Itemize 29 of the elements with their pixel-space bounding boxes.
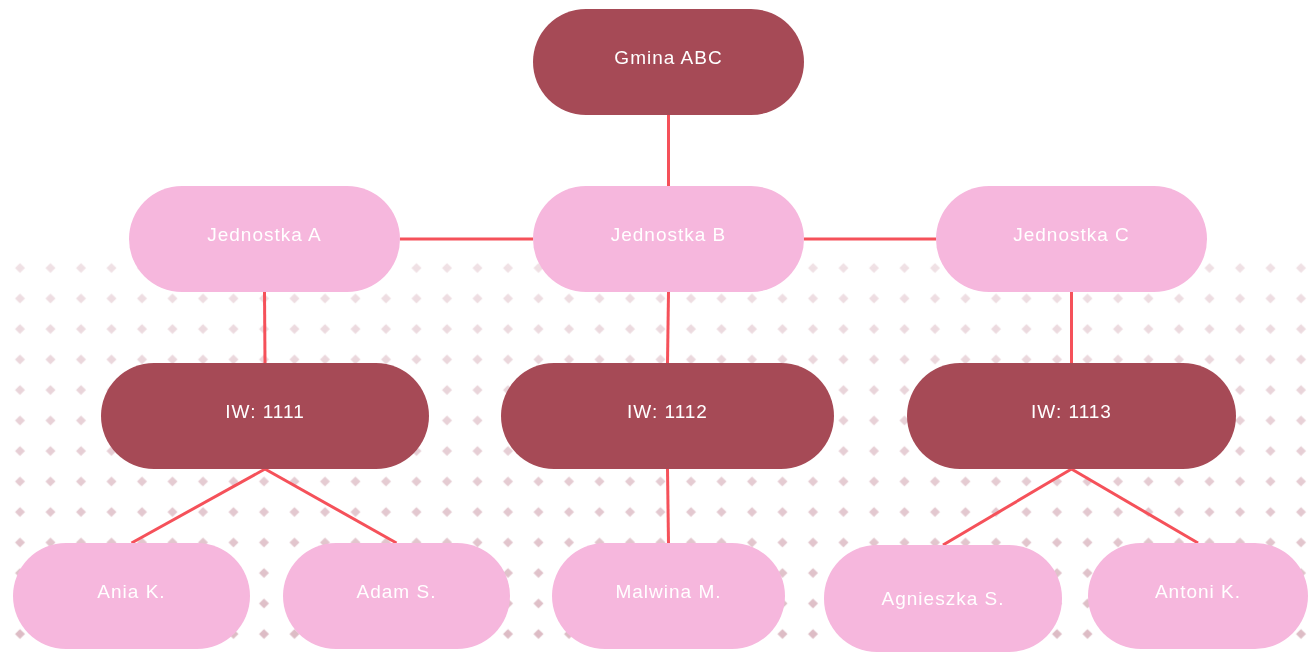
node-label: Antoni K. bbox=[1154, 581, 1242, 603]
rounded-node bbox=[1088, 543, 1308, 649]
connector-line bbox=[1070, 292, 1073, 363]
node-label: Adam S. bbox=[356, 581, 437, 603]
rounded-node bbox=[283, 543, 510, 649]
connector-line bbox=[264, 467, 398, 545]
node-label: IW: 1111 bbox=[225, 401, 305, 423]
connector-line bbox=[667, 115, 670, 186]
node-label: Ania K. bbox=[97, 581, 166, 603]
connector-line bbox=[942, 467, 1073, 547]
node-label: Agnieszka S. bbox=[881, 587, 1005, 610]
rounded-node bbox=[552, 543, 785, 649]
connector-line bbox=[130, 467, 266, 545]
node-label: Jednostka A bbox=[207, 224, 322, 246]
node-label: Jednostka B bbox=[610, 224, 727, 246]
node-label: Malwina M. bbox=[615, 581, 722, 603]
connector-line bbox=[804, 237, 936, 241]
rounded-node bbox=[824, 545, 1062, 652]
connector-line bbox=[666, 468, 670, 544]
rounded-node bbox=[907, 363, 1236, 469]
node-label: IW: 1112 bbox=[627, 401, 708, 423]
connector-line bbox=[666, 291, 670, 364]
connector-line bbox=[400, 237, 533, 241]
node-label: Jednostka C bbox=[1013, 224, 1130, 246]
node-label: Gmina ABC bbox=[614, 47, 723, 69]
connector-line bbox=[1070, 467, 1199, 545]
rounded-node bbox=[13, 543, 250, 649]
node-label: IW: 1113 bbox=[1031, 401, 1112, 423]
connector-line bbox=[263, 292, 267, 363]
